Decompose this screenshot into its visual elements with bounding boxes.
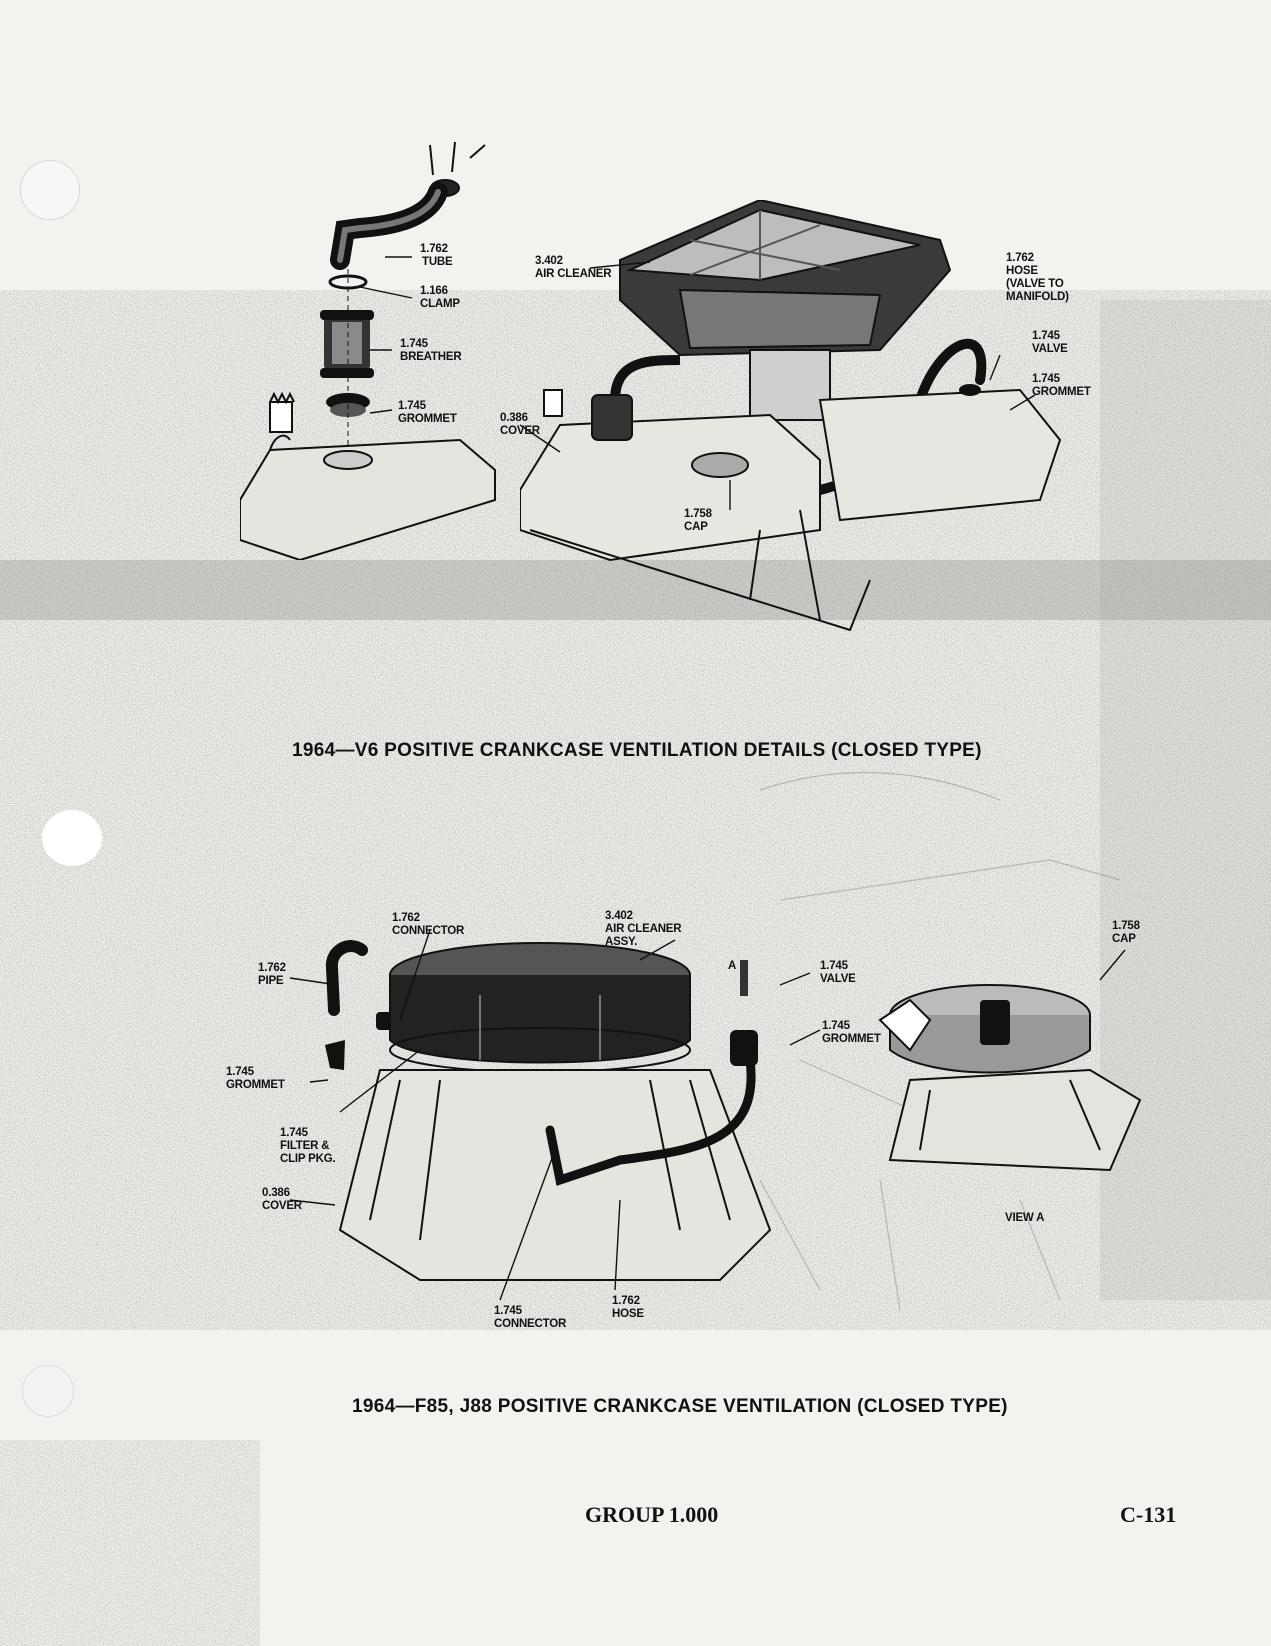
v6-air-cleaner xyxy=(619,200,952,421)
v6-engine-block xyxy=(520,384,1062,632)
f85-pipe xyxy=(325,940,368,1016)
f85-grommet xyxy=(325,1040,345,1070)
tube-part xyxy=(330,141,486,270)
label-arrow-a: A xyxy=(728,960,737,972)
f85-air-cleaner xyxy=(389,942,691,1073)
v6-engine-air-cleaner-view xyxy=(520,200,1062,632)
f85-engine-view xyxy=(325,940,772,1281)
f85-hose xyxy=(545,1055,756,1186)
footer-page-number: C-131 xyxy=(1120,1502,1177,1527)
v6-caption: 1964—V6 POSITIVE CRANKCASE VENTILATION D… xyxy=(292,740,982,761)
binder-hole-top xyxy=(20,160,80,220)
grommet-part xyxy=(326,393,370,417)
label-view-a: VIEW A xyxy=(1005,1212,1045,1224)
v6-breather-exploded-view xyxy=(240,141,496,560)
v6-breather-hose xyxy=(610,355,681,401)
breather-part xyxy=(320,310,374,378)
binder-hole-bottom xyxy=(22,1365,74,1417)
footer-group: GROUP 1.000 xyxy=(585,1502,719,1527)
f85-valve-grommet xyxy=(730,960,758,1066)
v6-rocker-cover-left xyxy=(240,391,496,560)
view-a-cap xyxy=(980,1000,1010,1045)
view-a-inset xyxy=(878,984,1142,1172)
binder-hole-middle xyxy=(42,810,102,866)
f85-caption: 1964—F85, J88 POSITIVE CRANKCASE VENTILA… xyxy=(352,1396,1008,1417)
